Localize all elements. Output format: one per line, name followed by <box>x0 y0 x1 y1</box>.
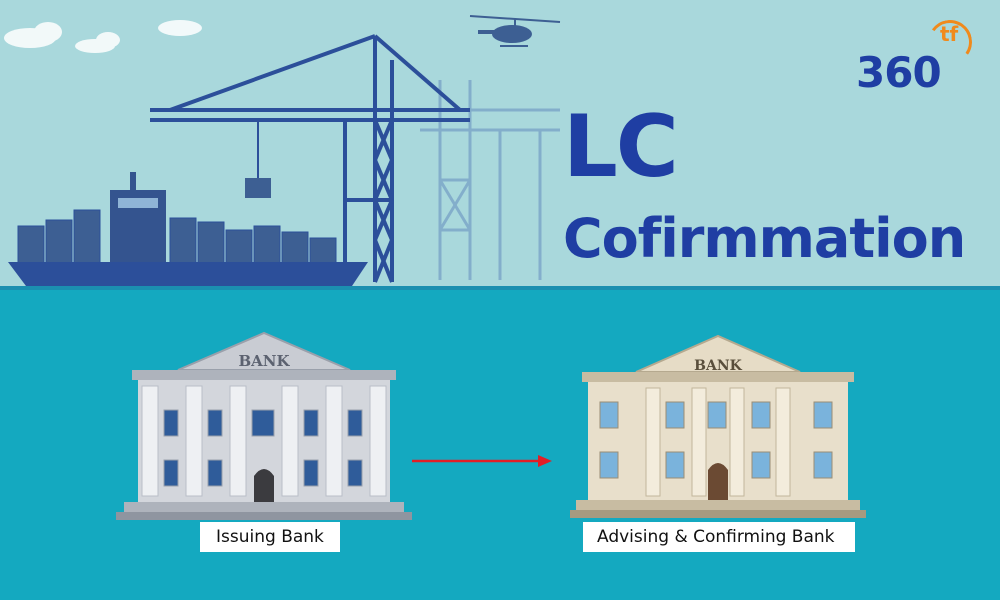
issuing-bank-label: Issuing Bank <box>200 522 340 552</box>
helicopter-icon <box>469 15 561 47</box>
cargo-ship-icon <box>8 172 368 286</box>
issuing-bank-sign: BANK <box>238 352 290 370</box>
logo-number: 360 <box>856 48 942 97</box>
cargo-container-hanging <box>245 178 271 198</box>
advising-bank-label: Advising & Confirming Bank <box>583 522 855 552</box>
advising-bank-building <box>570 334 866 518</box>
logo-suffix: tf <box>940 22 959 46</box>
logo: 360 tf <box>856 16 976 102</box>
title-line-1: LC <box>563 97 679 197</box>
horizon-line <box>0 286 1000 290</box>
issuing-bank-building <box>116 331 412 520</box>
arrow-right-icon <box>412 455 552 467</box>
crane-icon <box>150 34 470 283</box>
clouds <box>4 20 202 53</box>
title-line-2: Cofirmmation <box>563 207 966 270</box>
advising-bank-sign: BANK <box>694 358 742 374</box>
